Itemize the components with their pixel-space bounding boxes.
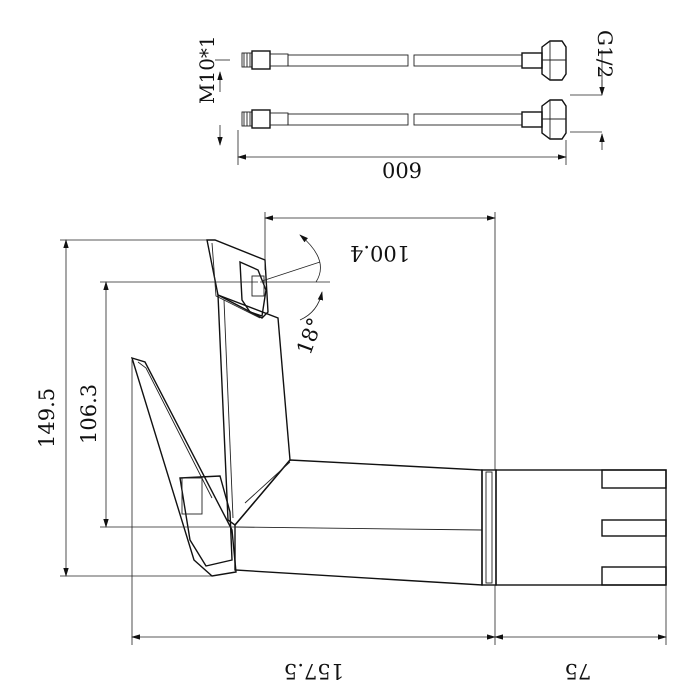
dimension-hose-length: 009 [237, 130, 567, 183]
dimension-overall-height: 149.5 [35, 239, 212, 577]
faucet-body [130, 239, 667, 586]
angle-label: 18° [292, 315, 327, 358]
spout-height-label: 106.3 [77, 384, 101, 444]
hose-top [241, 40, 567, 81]
overall-depth-label: 157.5 [284, 659, 344, 683]
dimension-top-width: 100.4 [264, 212, 496, 470]
hose-bottom [241, 99, 567, 140]
hose-length-label: 009 [382, 159, 422, 183]
dimension-thread-outlet: G1/2 [570, 30, 617, 150]
dimension-spout-height: 106.3 [77, 281, 258, 528]
overall-height-label: 149.5 [35, 388, 59, 448]
dimension-angle: 18° [260, 234, 330, 358]
base-length-label: 75 [565, 659, 592, 683]
dimension-base-length: 75 [494, 585, 667, 683]
dimension-overall-depth: 157.5 [131, 360, 496, 683]
top-width-label: 100.4 [350, 241, 410, 265]
thread-inlet-label: M10*1 [195, 35, 219, 104]
dimension-thread-inlet: M10*1 [195, 35, 230, 146]
thread-outlet-label: G1/2 [593, 30, 617, 78]
